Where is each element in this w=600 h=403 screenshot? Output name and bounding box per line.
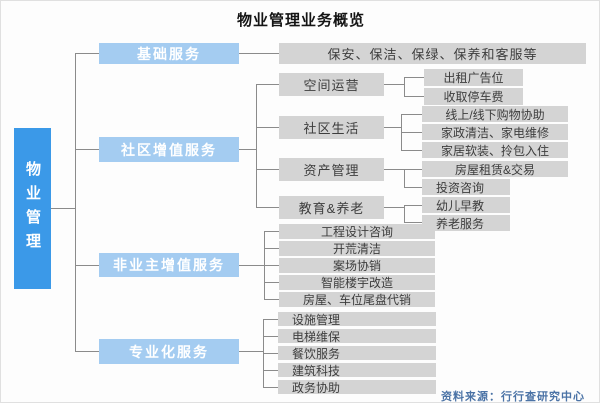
- data-source-note: 资料来源：行行查研究中心: [441, 391, 585, 403]
- connector-line: [264, 248, 279, 249]
- mid-asset-management: 资产管理: [279, 158, 384, 181]
- page-title: 物业管理业务概览: [236, 12, 365, 29]
- mid-community-life: 社区生活: [279, 116, 384, 139]
- connector-line: [404, 169, 422, 170]
- connector-line: [263, 370, 278, 371]
- leaf-rent-ad-space: 出租广告位: [424, 69, 523, 86]
- connector-line: [256, 84, 257, 208]
- connector-line: [404, 187, 422, 188]
- connector-line: [384, 84, 404, 85]
- leaf-parking-fee: 收取停车费: [424, 88, 523, 105]
- connector-line: [75, 265, 99, 266]
- root-node-property-management: 物业管理: [14, 128, 51, 289]
- connector-line: [401, 150, 422, 151]
- connector-line: [256, 207, 279, 208]
- connector-line: [404, 96, 424, 97]
- connector-line: [263, 353, 278, 354]
- mid-education-elderly: 教育&养老: [279, 196, 384, 219]
- connector-line: [404, 205, 422, 206]
- leaf-shopping-assist: 线上/线下购物协助: [422, 106, 568, 122]
- connector-line: [75, 53, 99, 54]
- connector-line: [51, 208, 75, 209]
- leaf-construction-tech: 建筑科技: [278, 363, 436, 378]
- connector-line: [401, 132, 422, 133]
- connector-line: [239, 53, 279, 54]
- connector-line: [239, 149, 256, 150]
- connector-line: [75, 53, 76, 351]
- connector-line: [263, 319, 278, 320]
- leaf-government-assist: 政务协助: [278, 380, 436, 395]
- connector-line: [404, 222, 422, 223]
- connector-line: [384, 127, 401, 128]
- connector-line: [264, 231, 279, 232]
- level1-basic-services: 基础服务: [99, 43, 239, 64]
- leaf-elderly-service: 养老服务: [422, 215, 510, 231]
- level1-nonowner-value-added: 非业主增值服务: [99, 253, 239, 277]
- leaf-early-education: 幼儿早教: [422, 197, 510, 213]
- leaf-elevator-maintenance: 电梯维保: [278, 329, 436, 344]
- connector-line: [256, 127, 279, 128]
- connector-line: [256, 169, 279, 170]
- connector-line: [384, 169, 404, 170]
- leaf-catering-service: 餐饮服务: [278, 346, 436, 361]
- leaf-soft-furnishing: 家居软装、拎包入住: [422, 142, 568, 158]
- connector-line: [401, 114, 422, 115]
- connector-line: [239, 351, 263, 352]
- leaf-initial-cleaning: 开荒清洁: [279, 241, 435, 256]
- mid-space-operation: 空间运营: [279, 73, 384, 96]
- leaf-security-cleaning: 保安、保洁、保绿、保养和客服等: [279, 43, 586, 64]
- leaf-house-rental-trade: 房屋租赁&交易: [422, 161, 568, 177]
- connector-line: [404, 205, 405, 223]
- connector-line: [384, 207, 404, 208]
- leaf-investment-consulting: 投资咨询: [422, 179, 510, 195]
- connector-line: [264, 282, 279, 283]
- connector-line: [404, 77, 424, 78]
- connector-line: [404, 77, 405, 97]
- level1-community-value-added: 社区增值服务: [99, 137, 239, 162]
- connector-line: [263, 387, 278, 388]
- leaf-sales-office-support: 案场协销: [279, 258, 435, 273]
- connector-line: [239, 265, 264, 266]
- level1-professional-services: 专业化服务: [99, 339, 239, 364]
- connector-line: [75, 149, 99, 150]
- connector-line: [404, 169, 405, 188]
- leaf-tail-property-sales: 房屋、车位尾盘代销: [279, 292, 435, 307]
- leaf-smart-building: 智能楼宇改造: [279, 275, 435, 290]
- connector-line: [256, 84, 279, 85]
- connector-line: [264, 265, 279, 266]
- leaf-facility-management: 设施管理: [278, 312, 436, 327]
- connector-line: [264, 299, 279, 300]
- connector-line: [75, 351, 99, 352]
- connector-line: [263, 336, 278, 337]
- leaf-engineering-design: 工程设计咨询: [279, 224, 435, 239]
- leaf-housekeeping-repair: 家政清洁、家电维修: [422, 124, 568, 140]
